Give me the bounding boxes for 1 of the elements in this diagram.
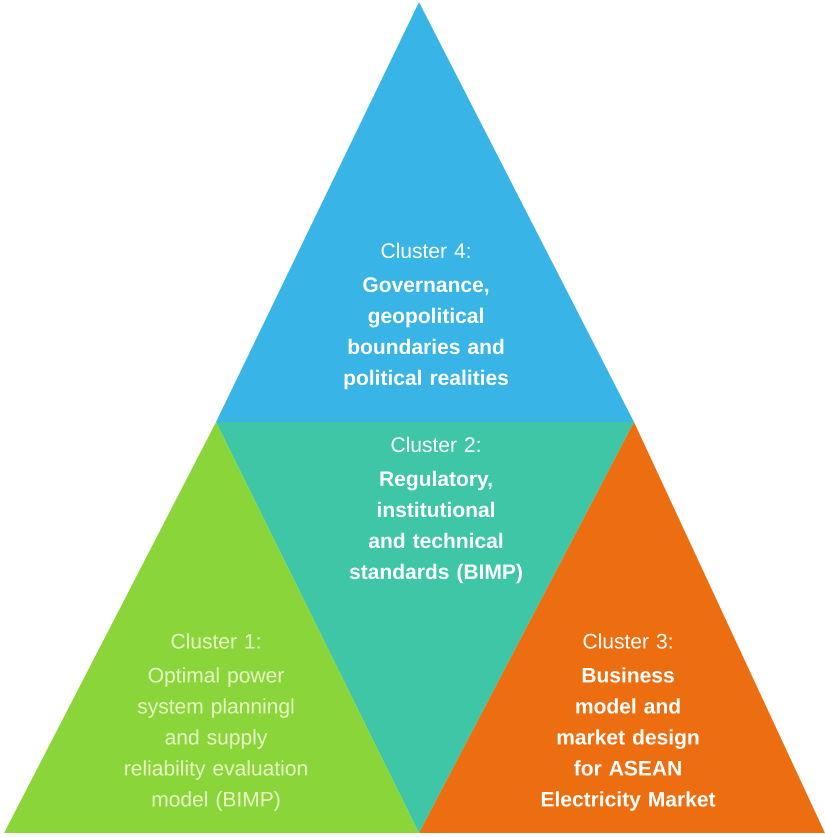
- triangle-segment: Cluster 4: Governance, geopolitical boundaries and political realities: [216, 2, 634, 422]
